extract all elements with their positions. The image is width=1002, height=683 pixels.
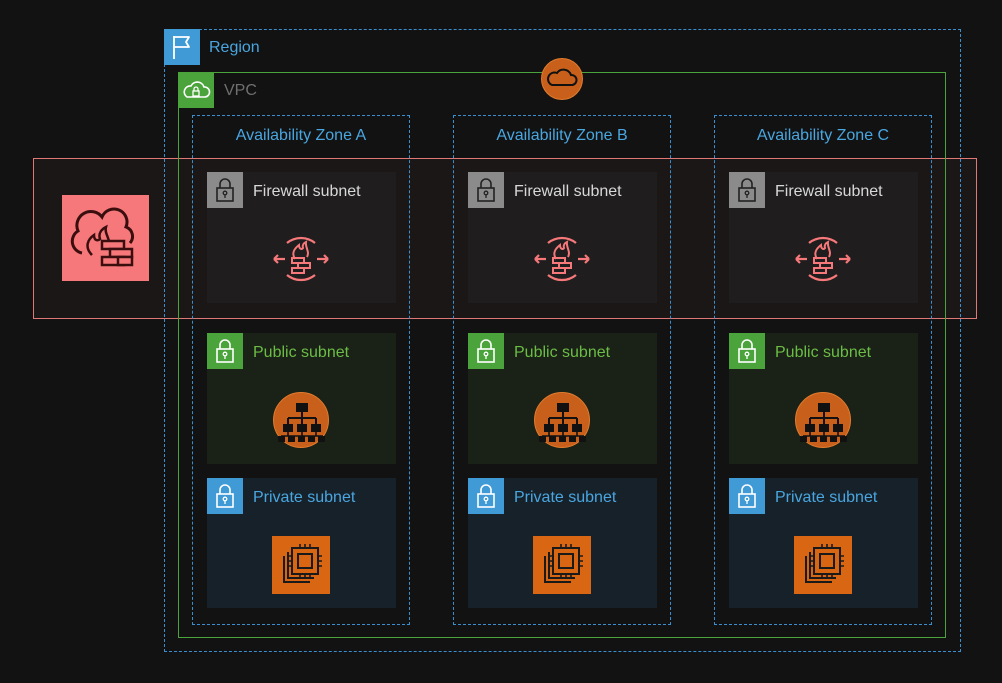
lock-icon [207,172,243,208]
load-balancer-icon [273,392,329,448]
lock-icon [729,478,765,514]
public-subnet-label: Public subnet [514,344,611,361]
ec2-instances-icon [533,536,591,594]
private-subnet-label: Private subnet [253,489,356,506]
firewall-endpoint-icon [532,229,592,289]
availability-zone-label: Availability Zone A [235,127,367,144]
firewall-endpoint-icon [271,229,331,289]
cloud-lock-icon [178,72,214,108]
load-balancer-icon [795,392,851,448]
availability-zone-1 [192,115,410,625]
firewall-subnet-label: Firewall subnet [514,183,622,200]
lock-icon [468,478,504,514]
ec2-instances-icon [272,536,330,594]
availability-zone-2 [453,115,671,625]
lock-icon [468,172,504,208]
network-firewall-icon [62,195,149,281]
firewall-subnet-label: Firewall subnet [775,183,883,200]
ec2-instances-icon [794,536,852,594]
cloud-icon [541,58,583,100]
lock-icon [468,333,504,369]
load-balancer-icon [534,392,590,448]
availability-zone-label: Availability Zone C [756,127,890,144]
public-subnet-label: Public subnet [775,344,872,361]
private-subnet-label: Private subnet [775,489,878,506]
region-label: Region [209,39,260,56]
firewall-endpoint-icon [793,229,853,289]
vpc-label: VPC [224,82,257,99]
lock-icon [207,478,243,514]
lock-icon [729,333,765,369]
availability-zone-label: Availability Zone B [496,127,628,144]
private-subnet-label: Private subnet [514,489,617,506]
public-subnet-label: Public subnet [253,344,350,361]
flag-icon [164,29,200,65]
firewall-subnet-label: Firewall subnet [253,183,361,200]
lock-icon [207,333,243,369]
lock-icon [729,172,765,208]
region-container [164,29,961,652]
availability-zone-3 [714,115,932,625]
